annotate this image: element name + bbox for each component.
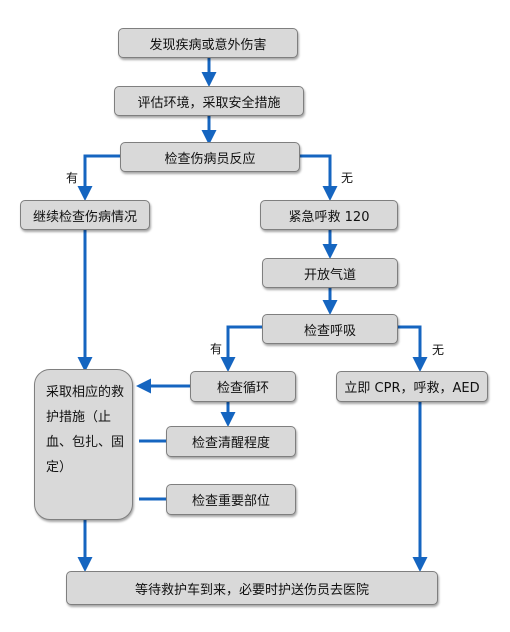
node-wait-ambulance-label: 等待救护车到来，必要时护送伤员去医院 bbox=[134, 582, 369, 598]
node-wait-ambulance: 等待救护车到来，必要时护送伤员去医院 bbox=[66, 571, 438, 605]
arrow-breathing-no bbox=[398, 325, 428, 372]
node-check-circulation-label: 检查循环 bbox=[216, 381, 269, 396]
arrow-response-no bbox=[300, 154, 338, 201]
label-yes-breathing: 有 bbox=[210, 342, 223, 356]
node-check-circulation: 检查循环 bbox=[190, 371, 296, 402]
node-check-response: 检查伤病员反应 bbox=[120, 142, 300, 172]
node-discover: 发现疾病或意外伤害 bbox=[118, 28, 298, 58]
label-yes-response: 有 bbox=[66, 171, 79, 185]
node-assess-environment-label: 评估环境，采取安全措施 bbox=[137, 95, 281, 111]
node-rescue-measures: 采取相应的救护措施（止血、包扎、固定） bbox=[34, 369, 133, 520]
node-continue-check: 继续检查伤病情况 bbox=[20, 200, 150, 230]
node-check-important-parts: 检查重要部位 bbox=[166, 484, 296, 515]
node-rescue-measures-label: 采取相应的救护措施（止血、包扎、固定） bbox=[46, 385, 125, 475]
arrow-response-yes bbox=[77, 154, 120, 201]
node-check-response-label: 检查伤病员反应 bbox=[164, 151, 256, 167]
node-open-airway: 开放气道 bbox=[262, 258, 398, 288]
node-check-breathing-label: 检查呼吸 bbox=[303, 323, 356, 339]
label-no-response: 无 bbox=[341, 171, 354, 185]
node-check-consciousness: 检查清醒程度 bbox=[166, 426, 296, 457]
arrow-breathing-yes bbox=[220, 325, 262, 372]
node-check-consciousness-label: 检查清醒程度 bbox=[191, 436, 270, 451]
node-discover-label: 发现疾病或意外伤害 bbox=[149, 37, 267, 53]
node-continue-check-label: 继续检查伤病情况 bbox=[32, 209, 137, 225]
node-cpr: 立即 CPR，呼救，AED bbox=[336, 371, 488, 402]
node-assess-environment: 评估环境，采取安全措施 bbox=[114, 86, 304, 116]
node-call-120-label: 紧急呼救 120 bbox=[288, 209, 370, 225]
node-check-breathing: 检查呼吸 bbox=[262, 314, 398, 344]
node-cpr-label: 立即 CPR，呼救，AED bbox=[344, 381, 480, 396]
label-no-breathing: 无 bbox=[432, 343, 445, 357]
node-open-airway-label: 开放气道 bbox=[303, 267, 356, 283]
node-call-120: 紧急呼救 120 bbox=[260, 200, 398, 230]
node-check-important-parts-label: 检查重要部位 bbox=[191, 494, 270, 509]
